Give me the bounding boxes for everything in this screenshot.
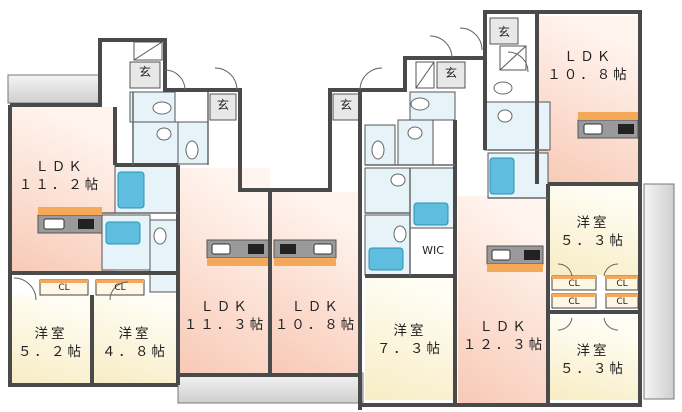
ldk-a-label: ＬＤＫ １１．２帖: [18, 159, 102, 194]
balcony-bottom: [177, 372, 364, 404]
closet-label: CL: [568, 297, 580, 307]
room-a2-label: 洋室 ４．８帖: [102, 326, 168, 361]
room-c-label: 洋室 ７．３帖: [377, 323, 443, 358]
entrance-label: 玄: [339, 98, 352, 112]
closet-label: CL: [616, 279, 628, 289]
room-a2-area: [94, 295, 176, 383]
entrance-tiles: [129, 17, 519, 121]
stovetops: [78, 124, 634, 260]
partitions: [102, 92, 548, 276]
walls: [8, 10, 642, 410]
room-a1-area: [10, 295, 92, 383]
fixtures: [152, 81, 513, 245]
closet-label: CL: [58, 283, 70, 293]
ldk-d-area: [458, 196, 548, 404]
entrance-label: 玄: [444, 66, 457, 80]
room-e2-label: 洋室 ５．３帖: [560, 343, 626, 378]
balcony-top-left: [7, 74, 101, 104]
ldk-a-area: [10, 107, 115, 273]
closet-label: CL: [616, 297, 628, 307]
ldk-e-label: ＬＤＫ １０．８帖: [547, 49, 630, 84]
wic-label: WIC: [422, 244, 444, 257]
shoe-cabinets: [133, 41, 527, 89]
kitchen-sinks: [43, 123, 603, 261]
closet-label: CL: [568, 279, 580, 289]
ldk-c-area: [270, 192, 362, 373]
bathtubs: [105, 157, 515, 271]
ldk-e-area: [537, 16, 640, 182]
entrance-label: 玄: [138, 65, 151, 79]
room-c-area: [365, 278, 455, 400]
ldk-b-area: [180, 168, 270, 373]
ldk-b-label: ＬＤＫ １１．３帖: [183, 299, 267, 334]
entrance-label: 玄: [497, 25, 510, 39]
room-a1-label: 洋室 ５．２帖: [18, 326, 84, 361]
entrance-label: 玄: [216, 98, 229, 112]
room-e1-area: [548, 185, 638, 275]
room-e1-label: 洋室 ５．３帖: [560, 215, 626, 250]
ldk-c-label: ＬＤＫ １０．８帖: [274, 299, 358, 334]
balcony-right: [643, 183, 675, 400]
closet-label: CL: [114, 283, 126, 293]
door-swings: [13, 27, 619, 331]
room-e2-area: [548, 318, 638, 400]
closet-stripes: [40, 276, 638, 297]
ldk-d-label: ＬＤＫ １２．３帖: [462, 319, 546, 354]
